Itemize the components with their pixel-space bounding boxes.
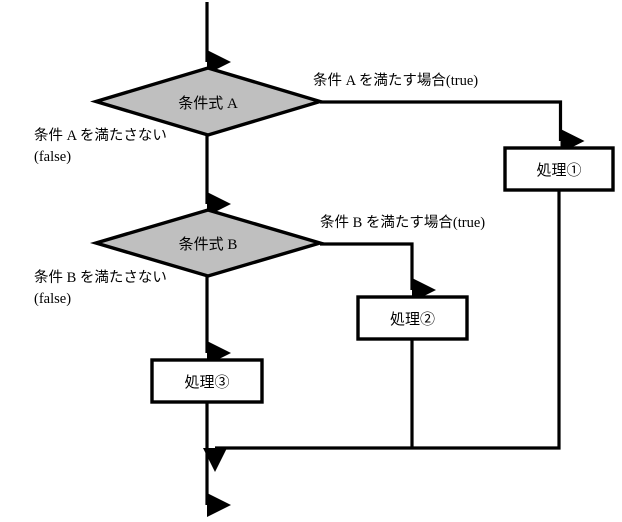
edge-label-a-false-line1: 条件 A を満たさない	[34, 128, 167, 144]
edge-label-a-true-line1: 条件 A を満たす場合(true)	[313, 73, 479, 89]
decision-b-shape	[89, 208, 327, 278]
edge-label-b-false-line1: 条件 B を満たさない	[34, 270, 167, 286]
process-2-shape	[356, 295, 469, 341]
edge-label-b-true-line1: 条件 B を満たす場合(true)	[320, 215, 486, 231]
edge-process-1-to-merge	[203, 190, 561, 472]
edge-label-a-true: 条件 A を満たす場合(true)	[313, 71, 478, 92]
edge-label-b-false: 条件 B を満たさない (false)	[34, 268, 167, 310]
edge-label-b-true: 条件 B を満たす場合(true)	[320, 213, 485, 234]
process-1-shape	[503, 146, 615, 192]
edge-decision-b-true	[320, 242, 436, 302]
edge-label-b-false-line2: (false)	[34, 291, 72, 308]
edge-label-a-false: 条件 A を満たさない (false)	[34, 126, 167, 168]
decision-a-shape	[90, 66, 326, 137]
edge-label-a-false-line2: (false)	[34, 149, 72, 166]
process-3-shape	[150, 358, 264, 404]
edge-decision-a-true	[320, 100, 585, 153]
